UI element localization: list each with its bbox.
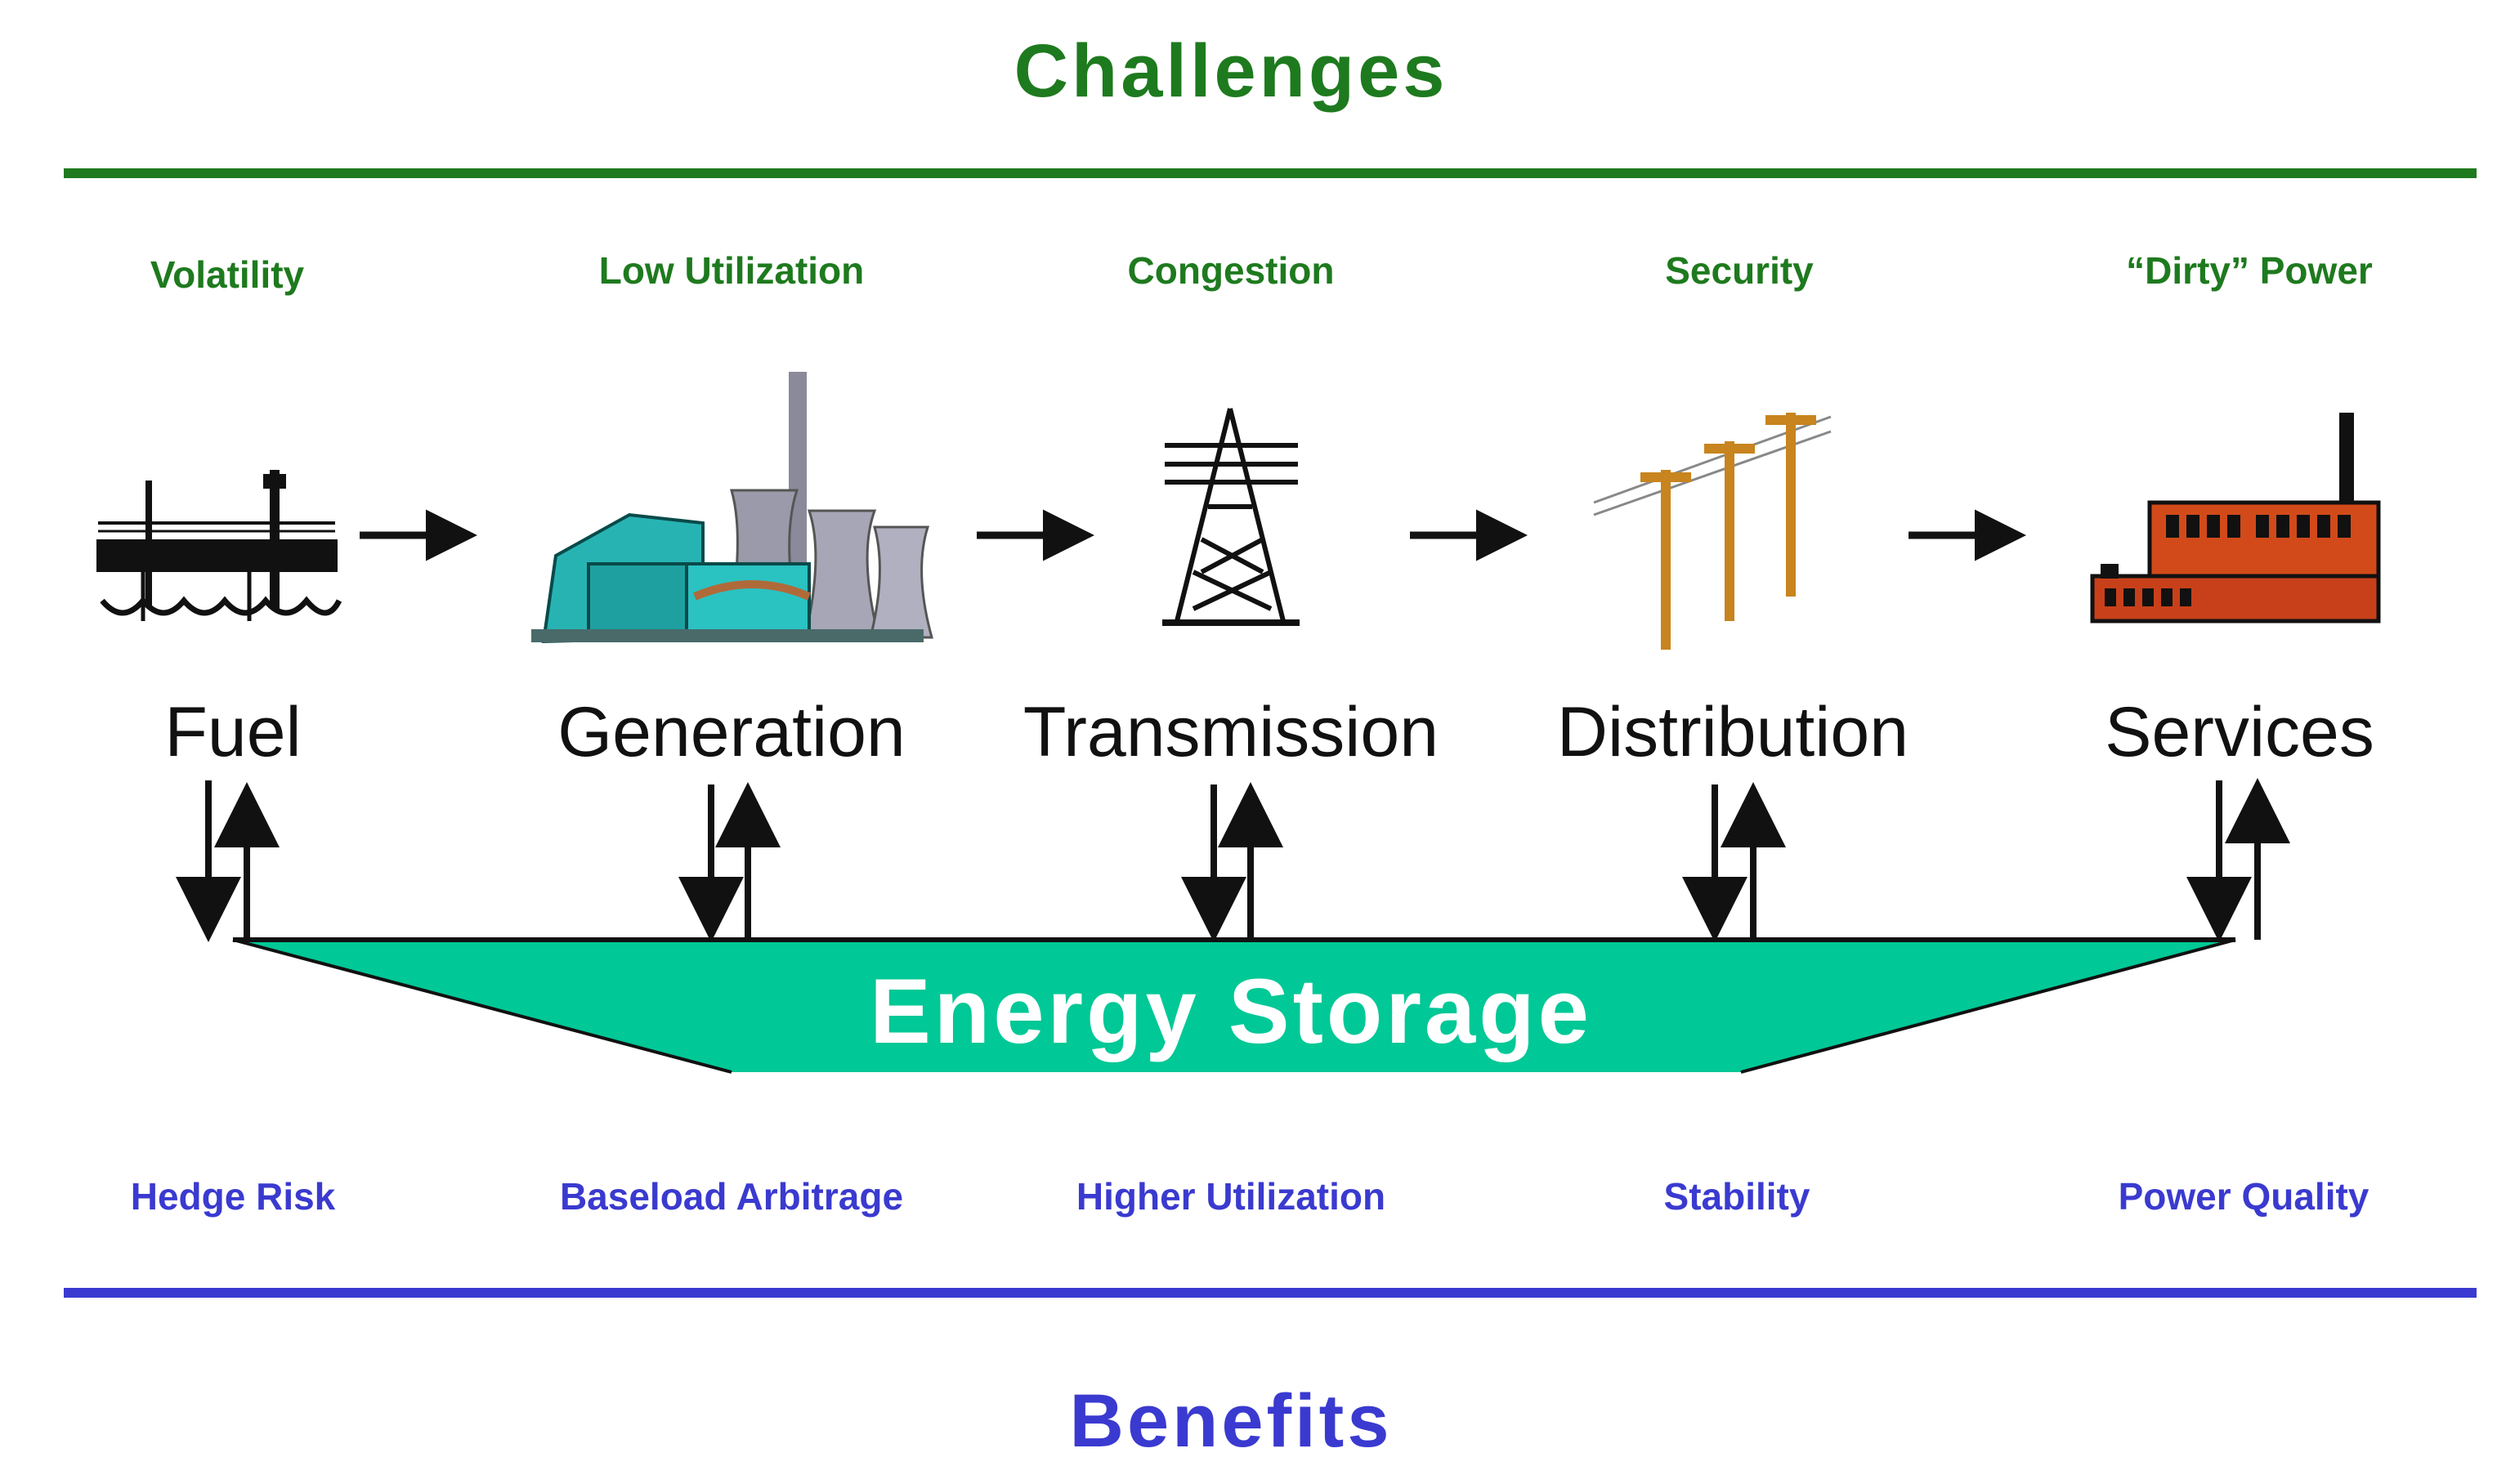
storage-arrows-distribution — [1682, 782, 1786, 942]
stage-label-distribution: Distribution — [1557, 693, 1909, 771]
storage-arrows-generation — [678, 782, 781, 942]
challenges-heading: Challenges — [1014, 29, 1448, 113]
benefit-label-distribution: Stability — [1664, 1175, 1810, 1218]
challenge-label-generation: Low Utilization — [599, 249, 865, 292]
benefits-heading: Benefits — [1070, 1379, 1393, 1463]
challenge-label-services: “Dirty” Power — [2126, 249, 2373, 292]
stage-label-transmission: Transmission — [1023, 693, 1439, 771]
benefit-label-transmission: Higher Utilization — [1076, 1175, 1385, 1218]
storage-arrows-services — [2186, 778, 2290, 942]
challenge-label-distribution: Security — [1665, 249, 1814, 292]
challenge-label-fuel: Volatility — [150, 253, 305, 296]
challenge-label-transmission: Congestion — [1128, 249, 1335, 292]
utility-pole-icon — [1593, 413, 1832, 650]
factory-icon — [2090, 413, 2381, 624]
benefit-label-generation: Baseload Arbitrage — [560, 1175, 903, 1218]
stage-label-generation: Generation — [557, 693, 906, 771]
energy-storage-band — [233, 940, 2235, 1072]
storage-band-right-edge — [1740, 938, 2236, 1074]
energy-storage-label: Energy Storage — [870, 960, 1592, 1062]
storage-arrows-transmission — [1181, 782, 1283, 942]
benefit-label-services: Power Quality — [2119, 1175, 2369, 1218]
transmission-tower-icon — [1162, 408, 1300, 626]
power-plant-icon — [531, 372, 933, 644]
stage-label-services: Services — [2105, 693, 2374, 771]
fuel-icon — [96, 470, 342, 621]
storage-arrows-fuel — [176, 780, 280, 942]
storage-band-left-edge — [232, 938, 732, 1074]
benefit-label-fuel: Hedge Risk — [131, 1175, 336, 1218]
stage-label-fuel: Fuel — [164, 693, 301, 771]
